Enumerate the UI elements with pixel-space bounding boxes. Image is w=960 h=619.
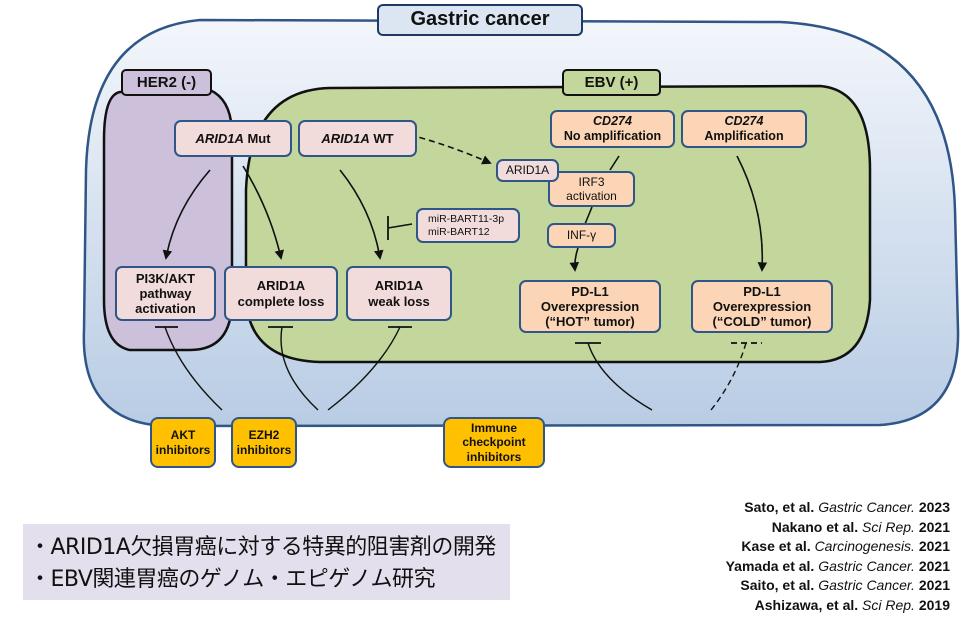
- node-line: weak loss: [368, 293, 430, 309]
- inhibit-mirna-weak-loss: [387, 223, 413, 229]
- node-line: PD-L1: [571, 283, 609, 299]
- node-arid1a-complete-loss: ARID1A complete loss: [224, 266, 338, 321]
- node-line: PD-L1: [743, 283, 781, 299]
- line-weak-loss-to-ezh2: [327, 326, 401, 411]
- reference-item: Ashizawa, et al. Sci Rep. 2019: [754, 596, 950, 613]
- gene-name: CD274: [593, 114, 632, 129]
- node-line: ARID1A: [256, 278, 306, 294]
- arrow-mut-to-complete-loss: [242, 165, 284, 260]
- references-list: Sato, et al. Gastric Cancer. 2023 Nakano…: [726, 498, 950, 615]
- reference-item: Nakano et al. Sci Rep. 2021: [771, 518, 950, 535]
- node-arid1a-wt: ARID1A WT: [298, 120, 417, 157]
- node-line: inhibitors: [155, 442, 211, 457]
- inhibitor-ezh2: EZH2 inhibitors: [231, 417, 297, 468]
- node-arid1a-weak-loss: ARID1A weak loss: [346, 266, 452, 321]
- node-line: miR-BART11-3p: [428, 213, 505, 226]
- node-line: PI3K/AKT: [135, 270, 196, 286]
- summary-line: ・EBV関連胃癌のゲノム・エピゲノム研究: [29, 567, 436, 592]
- node-line: EZH2: [248, 428, 280, 443]
- summary-box: ・ARID1A欠損胃癌に対する特異的阻害剤の開発 ・EBV関連胃癌のゲノム・エピ…: [23, 524, 510, 600]
- node-cd274-no-amplification: CD274 No amplification: [550, 110, 675, 148]
- reference-item: Sato, et al. Gastric Cancer. 2023: [744, 499, 950, 515]
- node-line: Overexpression: [712, 298, 812, 314]
- line-cd274-to-irf3: [609, 155, 620, 171]
- node-arid1a-mut: ARID1A Mut: [174, 120, 292, 157]
- gene-name: ARID1A: [321, 131, 370, 146]
- node-line: pathway: [139, 285, 192, 301]
- node-suffix: WT: [369, 131, 394, 146]
- node-line: activation: [566, 189, 617, 203]
- reference-item: Kase et al. Carcinogenesis. 2021: [741, 538, 950, 554]
- node-pdl1-cold-tumor: PD-L1 Overexpression (“COLD” tumor): [691, 280, 833, 333]
- node-irf3-activation: IRF3 activation: [548, 171, 635, 207]
- node-line: Immune checkpoint: [462, 421, 526, 450]
- node-line: ARID1A: [374, 278, 424, 294]
- node-line: (“HOT” tumor): [545, 314, 635, 330]
- node-line: IRF3: [578, 174, 605, 189]
- gene-name: ARID1A: [195, 131, 244, 146]
- node-line: (“COLD” tumor): [712, 314, 812, 330]
- node-line: No amplification: [563, 129, 662, 143]
- inhibitor-immune-checkpoint: Immune checkpoint inhibitors: [443, 417, 545, 468]
- node-suffix: Mut: [243, 131, 271, 146]
- reference-item: Saito, et al. Gastric Cancer. 2021: [740, 577, 950, 593]
- summary-line: ・ARID1A欠損胃癌に対する特異的阻害剤の開発: [29, 535, 496, 560]
- arrow-cd274-amp-to-pdl1-cold: [736, 155, 768, 272]
- node-cd274-amplification: CD274 Amplification: [681, 110, 807, 148]
- node-arid1a-small: ARID1A: [496, 159, 559, 182]
- node-line: inhibitors: [236, 442, 292, 457]
- group-label-her2: HER2 (-): [121, 69, 212, 96]
- node-line: Overexpression: [540, 298, 640, 314]
- node-line: activation: [135, 301, 196, 317]
- node-pi3k-akt-activation: PI3K/AKT pathway activation: [115, 266, 216, 321]
- inhibitor-akt: AKT inhibitors: [150, 417, 216, 468]
- line-pi3k-to-akt: [164, 326, 223, 411]
- node-pdl1-hot-tumor: PD-L1 Overexpression (“HOT” tumor): [519, 280, 661, 333]
- arrow-inf-to-pdl1-hot: [569, 247, 580, 272]
- node-line: miR-BART12: [428, 225, 490, 238]
- reference-item: Yamada et al. Gastric Cancer. 2021: [725, 557, 950, 574]
- gene-name: CD274: [724, 114, 764, 129]
- node-line: Amplification: [704, 129, 784, 143]
- node-line: AKT: [170, 428, 196, 443]
- title-gastric-cancer: Gastric cancer: [377, 4, 583, 36]
- node-line: complete loss: [237, 293, 325, 309]
- arrow-wt-to-weak-loss: [339, 169, 384, 260]
- line-irf3-to-inf: [584, 206, 593, 225]
- node-inf-gamma: INF-γ: [547, 223, 616, 248]
- arrow-mut-to-pi3k: [162, 169, 211, 260]
- node-line: inhibitors: [466, 449, 522, 464]
- node-mirna: miR-BART11-3p miR-BART12: [416, 208, 520, 243]
- group-label-ebv: EBV (+): [562, 69, 661, 96]
- line-complete-loss-to-ezh2: [280, 326, 319, 411]
- line-hot-to-immune: [587, 342, 653, 411]
